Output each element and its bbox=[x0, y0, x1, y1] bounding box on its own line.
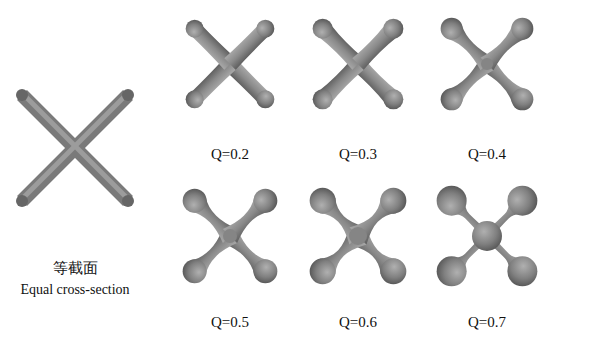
equal-section-strut bbox=[16, 89, 134, 207]
strut-q05 bbox=[178, 184, 283, 289]
strut-q04 bbox=[436, 13, 538, 115]
figure-label: Q=0.2 bbox=[211, 146, 249, 163]
strut-q06 bbox=[304, 182, 411, 289]
figure-label: 等截面 bbox=[53, 260, 98, 277]
strut-q03 bbox=[309, 15, 408, 114]
figure-label: Equal cross-section bbox=[20, 282, 129, 297]
figure-label: Q=0.6 bbox=[339, 314, 377, 331]
figure-label: Q=0.3 bbox=[339, 146, 377, 163]
figure-label: Q=0.4 bbox=[468, 146, 506, 163]
figure-label: Q=0.5 bbox=[211, 314, 249, 331]
strut-q02 bbox=[182, 16, 278, 112]
strut-q07 bbox=[430, 179, 543, 292]
figure-label: Q=0.7 bbox=[468, 314, 506, 331]
